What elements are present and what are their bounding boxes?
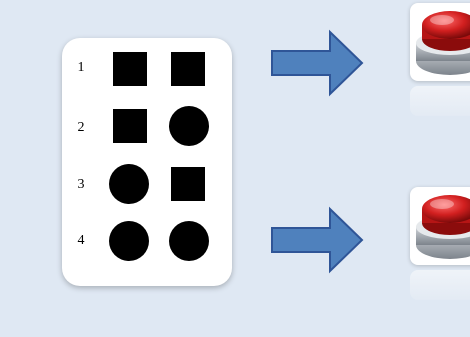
arrow-right-icon-bottom	[268, 205, 366, 275]
red-button-bottom[interactable]	[410, 187, 470, 265]
shape-card: 1 2 3 4	[62, 38, 232, 286]
row-3-circle-left	[109, 164, 149, 204]
row-number-1: 1	[74, 60, 88, 76]
row-4-circle-left	[109, 221, 149, 261]
red-push-button-icon	[410, 3, 470, 81]
row-2-square-left	[113, 109, 147, 143]
row-number-2: 2	[74, 120, 88, 136]
row-1-square-right	[171, 52, 205, 86]
row-3-square-right	[171, 167, 205, 201]
row-1-square-left	[113, 52, 147, 86]
red-push-button-icon	[410, 187, 470, 265]
row-2-circle-right	[169, 106, 209, 146]
red-button-top-reflection	[410, 86, 470, 116]
red-button-top[interactable]	[410, 3, 470, 81]
row-4-circle-right	[169, 221, 209, 261]
row-number-3: 3	[74, 177, 88, 193]
arrow-right-icon-top	[268, 28, 366, 98]
red-button-bottom-reflection	[410, 270, 470, 300]
row-number-4: 4	[74, 233, 88, 249]
